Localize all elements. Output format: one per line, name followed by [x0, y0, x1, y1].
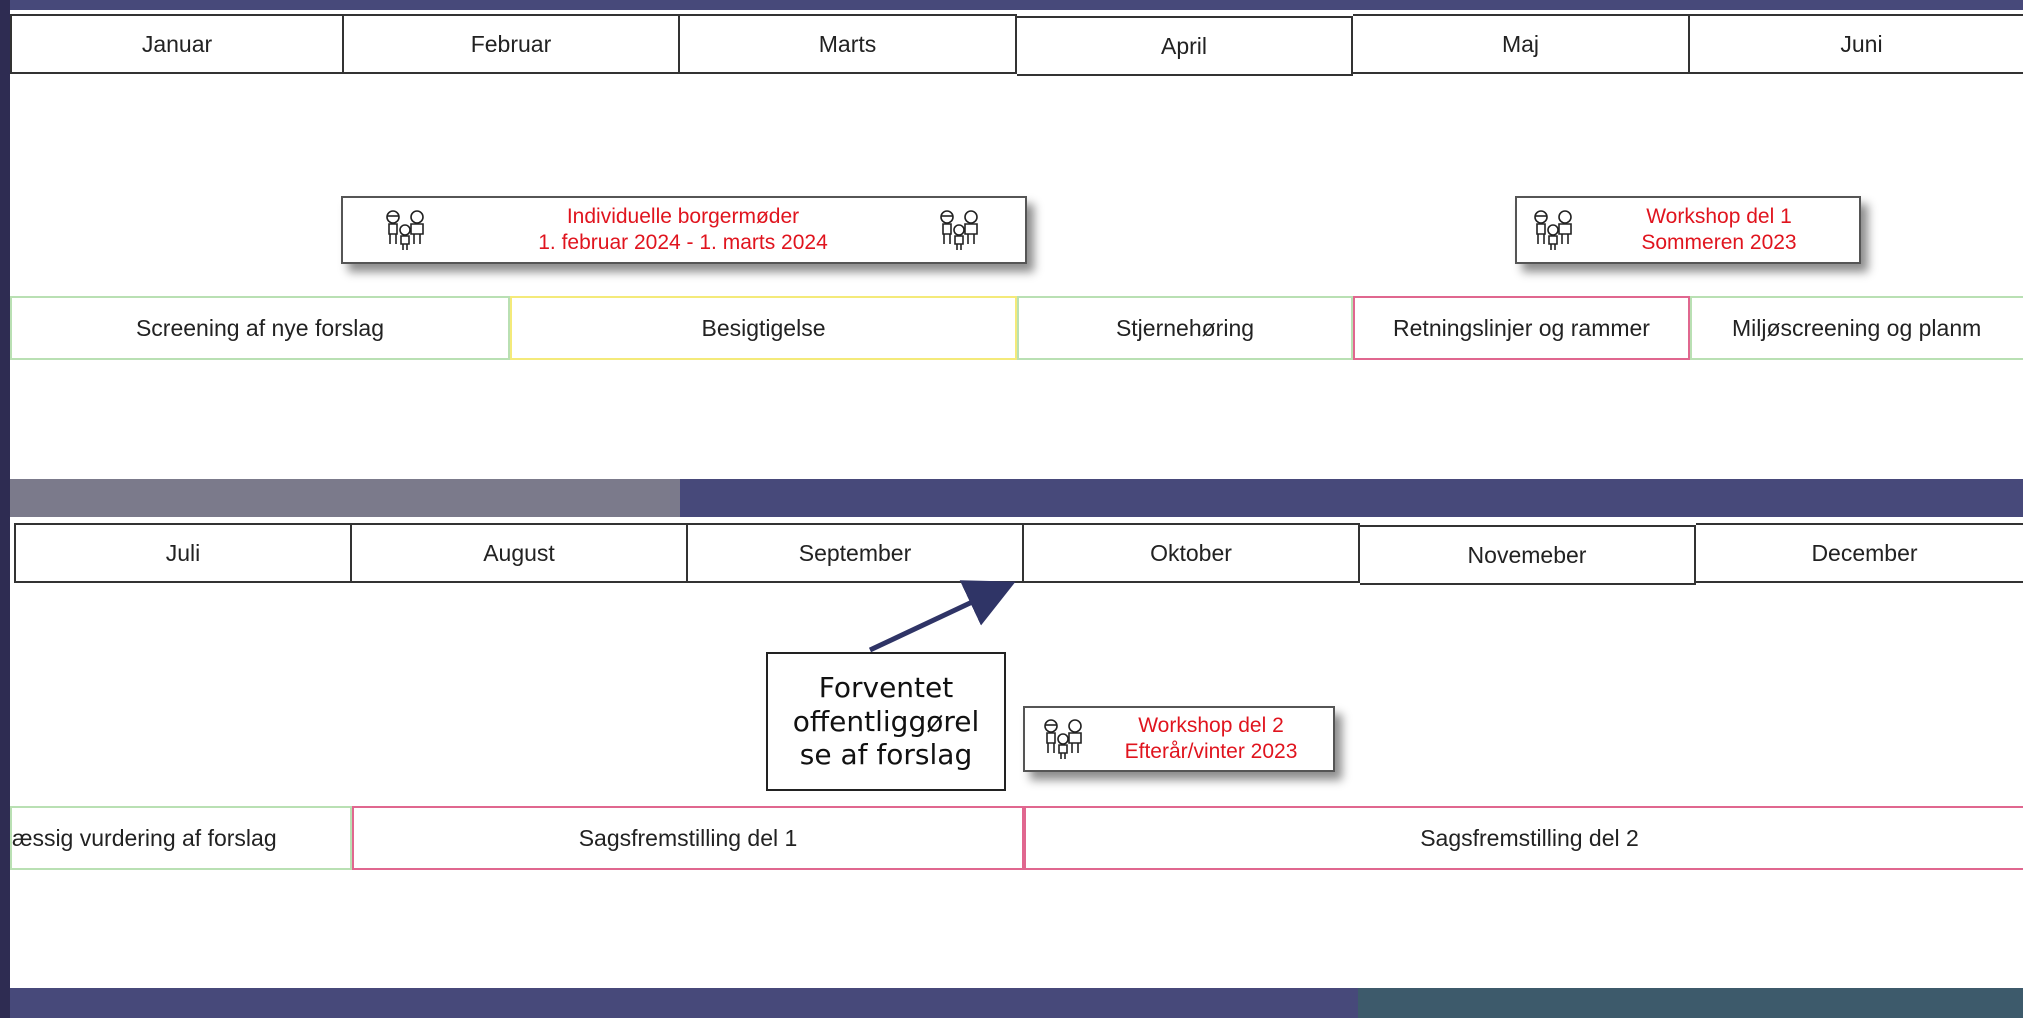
bottom-band-teal: [1358, 988, 2023, 1018]
month-august: August: [352, 523, 688, 583]
month-januar: Januar: [10, 14, 344, 74]
phase-sagsfremstilling-2: Sagsfremstilling del 2: [1024, 806, 2023, 870]
people-group-icon: [386, 210, 424, 250]
month-novemeber: Novemeber: [1360, 525, 1696, 585]
note-forventet: Forventet offentliggørel se af forslag: [766, 652, 1006, 791]
phase-miljoscreening: Miljøscreening og planm: [1690, 296, 2023, 360]
month-september: September: [688, 523, 1024, 583]
mid-band-navy: [680, 479, 2023, 517]
month-december: December: [1696, 523, 2023, 583]
arrow-icon: [868, 580, 1016, 653]
note-line-2: offentliggørel: [792, 704, 980, 738]
timeline-canvas: Januar Februar Marts April Maj Juni Indi…: [10, 0, 2023, 1018]
callout-workshop1: Workshop del 1 Sommeren 2023: [1515, 196, 1861, 264]
callout-borgermoder: Individuelle borgermøder 1. februar 2024…: [341, 196, 1027, 264]
month-juli: Juli: [14, 523, 352, 583]
month-februar: Februar: [344, 14, 680, 74]
phase-sagsfremstilling-1: Sagsfremstilling del 1: [352, 806, 1024, 870]
phase-screening: Screening af nye forslag: [10, 296, 510, 360]
bottom-band-navy: [10, 988, 1358, 1018]
note-line-1: Forventet: [818, 671, 954, 705]
people-group-icon: [1534, 210, 1572, 250]
month-april: April: [1017, 16, 1353, 76]
phase-retningslinjer: Retningslinjer og rammer: [1353, 296, 1690, 360]
people-group-icon: [940, 210, 978, 250]
callout-borgermoder-title: Individuelle borgermøder: [566, 204, 800, 228]
callout-workshop1-date: Sommeren 2023: [1641, 231, 1797, 254]
note-line-3: se af forslag: [799, 738, 973, 772]
top-band: [10, 0, 2023, 10]
people-group-icon: [1044, 719, 1082, 759]
month-juni: Juni: [1690, 14, 2023, 74]
phase-stjernehoring: Stjernehøring: [1017, 296, 1353, 360]
callout-workshop2-date: Efterår/vinter 2023: [1124, 740, 1298, 763]
phase-besigtigelse: Besigtigelse: [510, 296, 1017, 360]
month-oktober: Oktober: [1024, 523, 1360, 583]
callout-workshop2-title: Workshop del 2: [1138, 713, 1284, 737]
callout-borgermoder-date: 1. februar 2024 - 1. marts 2024: [538, 231, 828, 254]
month-marts: Marts: [680, 14, 1017, 74]
callout-workshop2: Workshop del 2 Efterår/vinter 2023: [1023, 706, 1335, 772]
callout-workshop1-title: Workshop del 1: [1646, 204, 1792, 228]
phase-vurdering: æssig vurdering af forslag: [10, 806, 352, 870]
mid-band-grey: [10, 479, 680, 517]
month-maj: Maj: [1353, 14, 1690, 74]
